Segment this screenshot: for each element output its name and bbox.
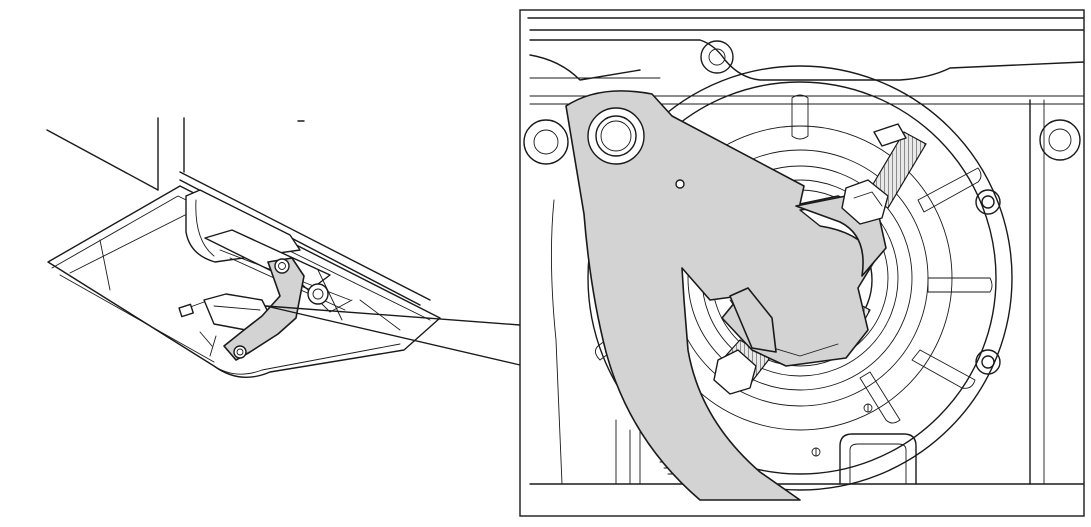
- detail-scene: [523, 17, 1084, 501]
- overview-nut: [178, 293, 271, 357]
- callout-lines: [265, 305, 521, 366]
- overview-scene: [46, 117, 521, 378]
- overview-wrench: [223, 257, 305, 361]
- base-tray: [47, 185, 441, 378]
- pump-ring: [587, 65, 1013, 491]
- lower-housing-details: [529, 99, 1084, 485]
- detail-wrench: [565, 90, 889, 501]
